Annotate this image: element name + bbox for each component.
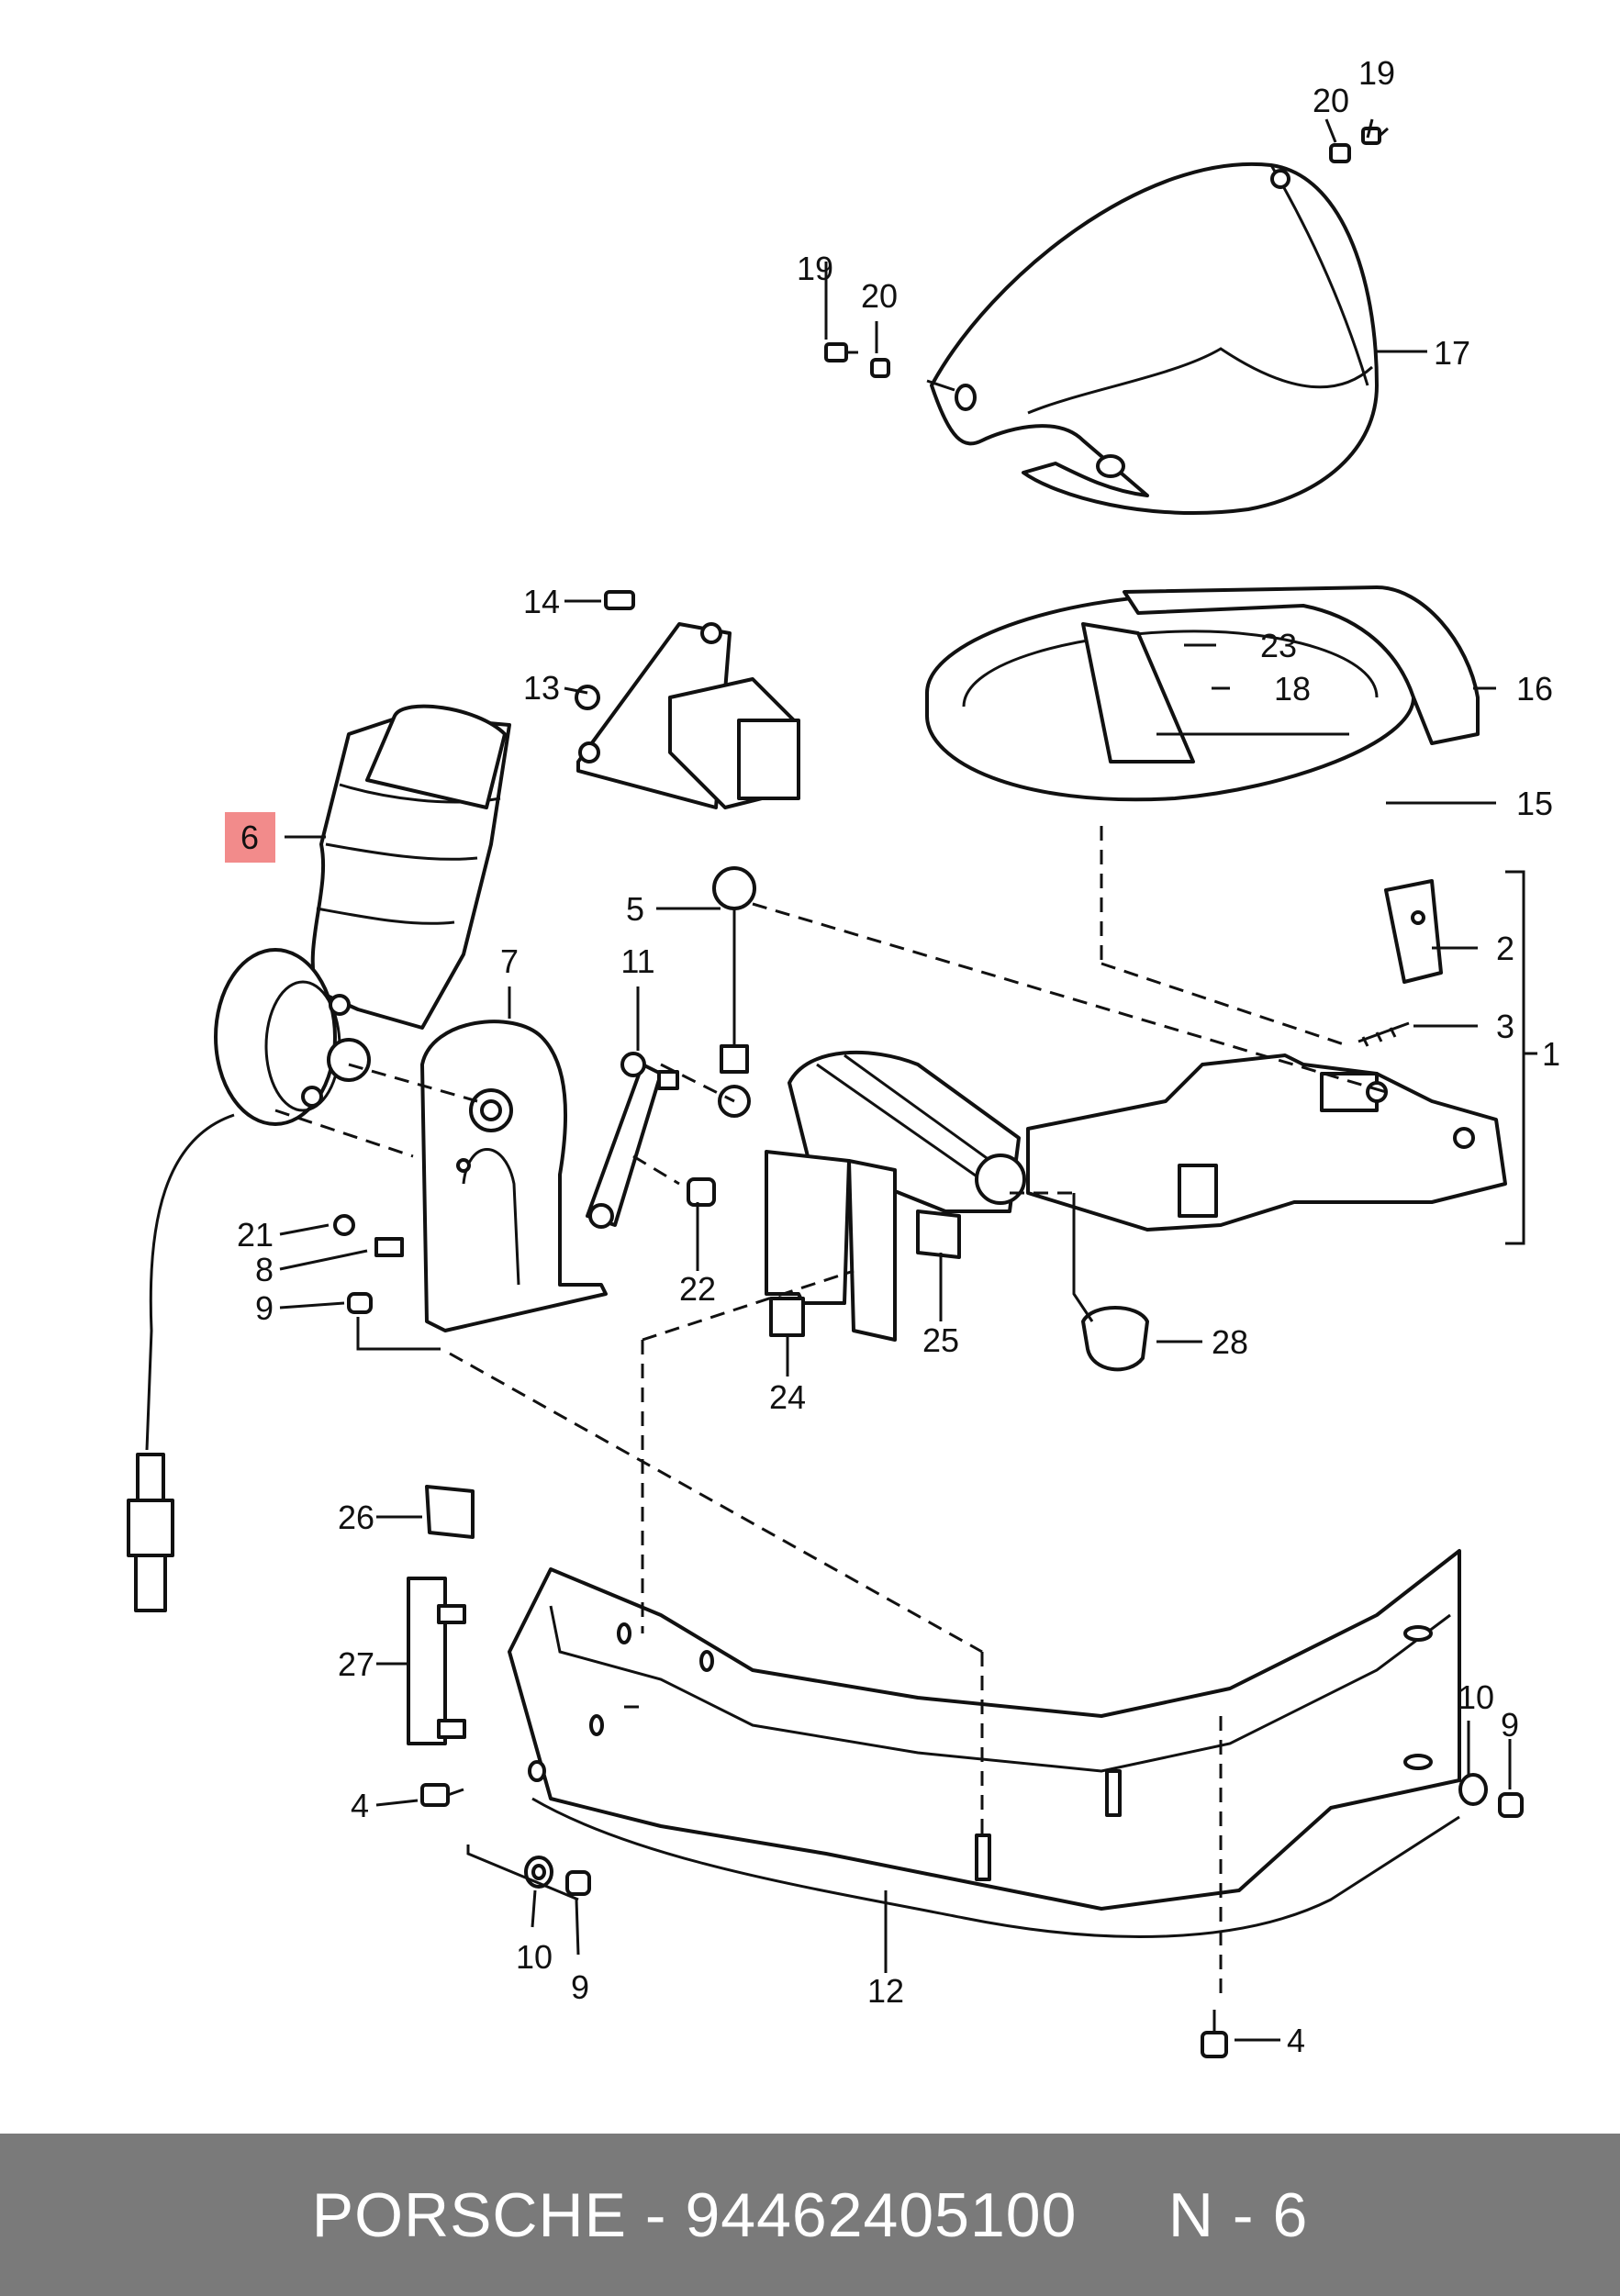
callout: 11 (620, 942, 654, 980)
callout: 9 (255, 1289, 274, 1327)
fastener-parts (333, 1214, 1524, 2058)
gap (1077, 2180, 1168, 2250)
callout: 12 (867, 1972, 904, 2010)
mounting-ring-part (925, 585, 1480, 802)
callout: 4 (351, 1787, 369, 1824)
callout: 25 (922, 1321, 959, 1359)
callout: 21 (237, 1216, 274, 1254)
position-label: N - 6 (1168, 2179, 1309, 2250)
parts-diagram: 19 20 19 20 17 14 13 23 18 16 15 6 5 2 3… (127, 54, 1560, 2059)
callout-labels: 19 20 19 20 17 14 13 23 18 16 15 6 5 2 3… (237, 54, 1560, 2059)
callout: 13 (523, 669, 560, 707)
relay-bracket-part (575, 590, 800, 809)
callout: 10 (1458, 1678, 1494, 1716)
headlight-motor-part (127, 704, 511, 1612)
callout: 9 (571, 1968, 589, 2006)
callout: 27 (338, 1645, 374, 1683)
support-arm-part (1026, 1053, 1507, 1232)
callout: 23 (1260, 627, 1297, 664)
callout: 8 (255, 1251, 274, 1288)
group-bracket-10 (466, 1845, 579, 1901)
callout: 20 (1313, 82, 1349, 119)
highlight-box (225, 812, 275, 863)
callout: 2 (1496, 930, 1514, 967)
footer-bar: PORSCHE - 94462405100 N - 6 (0, 2134, 1620, 2296)
brand-name: PORSCHE (311, 2179, 627, 2250)
callout: 5 (626, 890, 644, 928)
callout: 28 (1212, 1323, 1248, 1361)
motor-bracket-part (420, 1020, 608, 1332)
callout: 19 (1358, 54, 1395, 92)
callout: 24 (769, 1378, 806, 1416)
clip-spring-parts (1357, 879, 1443, 1047)
separator: - (627, 2179, 686, 2250)
callout: 9 (1501, 1706, 1519, 1744)
shim-plate-parts (765, 1150, 961, 1342)
callout: 7 (500, 942, 519, 980)
callout: 19 (797, 250, 833, 287)
assembly-lines (274, 826, 1387, 2001)
callout: 6 (240, 819, 259, 856)
callout: 14 (523, 583, 560, 620)
callout: 1 (1542, 1035, 1560, 1073)
callout: 22 (679, 1270, 716, 1308)
group-bracket-28 (1072, 1193, 1094, 1322)
headlight-housing-part (930, 162, 1379, 516)
lever-rod-part (586, 866, 756, 1229)
callout: 26 (338, 1499, 374, 1536)
callout: 20 (861, 277, 898, 315)
callout: 15 (1516, 785, 1553, 822)
callout: 17 (1434, 334, 1470, 372)
callout: 3 (1496, 1008, 1514, 1045)
callout: 10 (516, 1938, 553, 1976)
leader-lines (279, 118, 1537, 2042)
callout: 4 (1287, 2022, 1305, 2059)
part-number: 94462405100 (685, 2179, 1078, 2250)
group-bracket-9 (356, 1317, 441, 1351)
callout: 16 (1516, 670, 1553, 708)
footer-caption: PORSCHE - 94462405100 N - 6 (312, 2179, 1309, 2251)
callout: 18 (1274, 670, 1311, 708)
group-bracket (1505, 870, 1525, 1245)
